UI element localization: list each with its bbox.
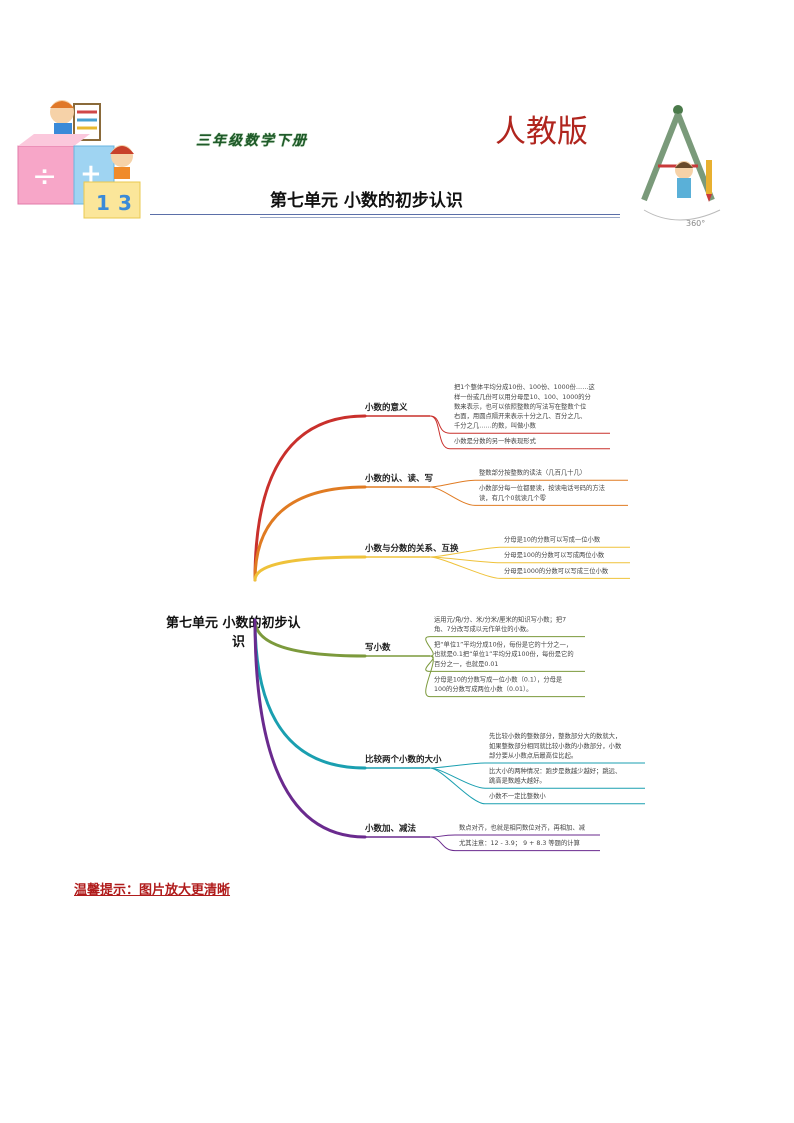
leaf-connector [429,556,501,564]
leaf-connector [429,479,476,488]
zoom-tip: 温馨提示：图片放大更清晰 [74,883,231,898]
mindmap-leaf-text: 也就是0.1把“单位1”平均分成100份，每份是它的 [434,649,574,658]
mindmap-branch-label: 写小数 [365,642,391,653]
mindmap-leaf-text: 分母是10的分数写成一位小数（0.1），分母是 [434,674,563,683]
mindmap-connector [253,485,367,582]
mindmap-leaf-text: 千分之几……的数，叫做小数 [454,421,537,430]
mindmap-leaf-text: 分母是10的分数可以写成一位小数 [504,535,601,544]
mindmap-leaf-text: 数来表示，也可以依照整数的写法写在整数个位 [454,401,587,410]
leaf-connector [425,655,434,672]
mindmap-leaf-text: 整数部分按整数的读法（几百几十几） [479,468,586,477]
mindmap-connector [253,618,367,839]
header-rule [150,214,620,215]
mindmap-leaf-text: 部分要从小数点后最高位比起。 [489,750,577,759]
svg-text:÷: ÷ [32,159,57,194]
mindmap-branch-label: 小数的认、读、写 [364,473,434,484]
header-rule-secondary [260,217,620,218]
leaf-connector [429,836,456,852]
leaf-connector [425,636,434,657]
mindmap-leaf-text: 数点对齐，也就是相同数位对齐，再相加、减 [459,822,586,831]
mindmap-root-line2: 识 [232,635,245,650]
leaf-connector [429,556,501,579]
mindmap-leaf-text: 右面，用圆点隔开来表示十分之几、百分之几、 [454,411,586,420]
mindmap-leaf-text: 跳高是数越大越好。 [489,776,546,785]
mindmap-leaf-text: 分母是100的分数可以写成两位小数 [504,550,605,559]
leaf-connector [429,415,451,434]
compass-child-illustration: 360° [641,105,721,228]
svg-text:1: 1 [96,191,110,215]
kids-with-number-cubes-illustration: ÷ + 1 3 [17,100,141,219]
mindmap-leaf-text: 如果整数部分相同就比较小数的小数部分，小数 [489,741,622,750]
mindmap-branch-label: 小数的意义 [364,402,408,413]
mindmap: 第七单元 小数的初步认识 小数的意义 把1个整体平均分成10份、100份、1000份… [166,382,645,852]
mindmap-leaf-text: 小数部分每一位都要读，按读电话号码的方法 [479,483,605,492]
mindmap-leaf-text: 先比较小数的整数部分，整数部分大的数就大， [489,731,621,740]
svg-text:3: 3 [118,191,132,215]
mindmap-leaf-text: 把“单位1”平均分成10份，每份是它的十分之一， [434,640,572,649]
mindmap-leaf-text: 尤其注意：12 - 3.9； 9 + 8.3 等题的计算 [459,838,580,847]
mindmap-leaf-text: 比大小的两种情况：跑步是数越少越好；跳远、 [489,766,621,775]
mindmap-leaf-text: 运用元/角/分、米/分米/厘米的知识写小数；把7 [434,614,566,623]
mindmap-branch-label: 小数与分数的关系、互换 [364,543,459,554]
mindmap-leaf-text: 100的分数写成两位小数（0.01）。 [434,684,532,693]
leaf-connector [425,655,434,698]
unit-title: 第七单元 小数的初步认识 [270,191,463,211]
mindmap-branch-label: 比较两个小数的大小 [365,754,442,765]
mindmap-leaf-text: 小数是分数的另一种表现形式 [454,436,537,445]
mindmap-leaf-text: 角、7分改写成以元作单位的小数。 [434,624,532,633]
mindmap-leaf-text: 样一份或几份可以用分母是10、100、1000的分 [454,392,592,401]
mindmap-connector [253,414,367,582]
leaf-connector [429,767,486,805]
leaf-connector [429,415,451,450]
svg-text:360°: 360° [686,219,705,228]
grade-title: 三年级数学下册 [196,133,308,149]
edition-label: 人教版 [495,114,588,150]
mindmap-connector [253,555,367,582]
mindmap-root-line1: 第七单元 小数的初步认 [166,615,302,631]
leaf-connector [429,486,476,506]
mindmap-leaf-text: 小数不一定比整数小 [489,791,546,800]
mindmap-leaf-text: 百分之一，也就是0.01 [434,659,498,668]
mindmap-branch-label: 小数加、减法 [364,823,417,834]
leaf-connector [429,762,486,769]
mindmap-leaf-text: 分母是1000的分数可以写成三位小数 [504,566,609,575]
leaf-connector [429,834,456,838]
mindmap-leaf-text: 把1个整体平均分成10份、100份、1000份……这 [454,382,596,391]
mindmap-leaf-text: 读，有几个0就读几个零 [479,493,547,502]
